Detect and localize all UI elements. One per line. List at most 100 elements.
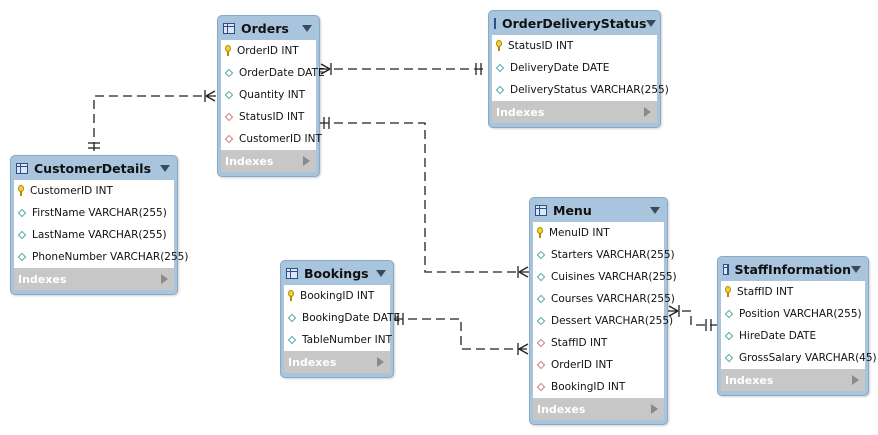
table-header[interactable]: CustomerDetails (14, 156, 174, 180)
foreign-key-diamond-icon (224, 134, 234, 144)
column-list: StaffID INT Position VARCHAR(255) HireDa… (721, 281, 877, 369)
column-row[interactable]: CustomerID INT (221, 128, 322, 150)
table-header[interactable]: OrderDeliveryStatus (492, 11, 657, 35)
table-header[interactable]: Orders (221, 16, 316, 40)
indexes-section[interactable]: Indexes (492, 101, 657, 123)
column-row[interactable]: DeliveryDate DATE (492, 57, 657, 79)
table-icon (723, 263, 729, 275)
column-row[interactable]: Cuisines VARCHAR(255) (533, 266, 677, 288)
expand-arrow-icon[interactable] (651, 404, 658, 414)
column-label: CustomerID INT (30, 185, 113, 197)
indexes-section[interactable]: Indexes (533, 398, 664, 420)
table-staffinformation[interactable]: StaffInformation StaffID INT Position VA… (717, 256, 877, 396)
expand-arrow-icon[interactable] (644, 107, 651, 117)
column-row[interactable]: OrderID INT (221, 40, 316, 62)
column-row[interactable]: Dessert VARCHAR(255) (533, 310, 673, 332)
indexes-section[interactable]: Indexes (221, 150, 316, 172)
indexes-section[interactable]: Indexes (284, 351, 390, 373)
column-row[interactable]: StatusID INT (492, 35, 657, 57)
table-header[interactable]: Bookings (284, 261, 390, 285)
table-orderdeliverystatus[interactable]: OrderDeliveryStatus StatusID INT Deliver… (488, 10, 669, 128)
one-marker (397, 313, 404, 325)
column-label: StatusID INT (239, 111, 305, 123)
table-icon (535, 204, 547, 216)
table-orders[interactable]: Orders OrderID INT OrderDate DATE Quanti… (217, 15, 325, 177)
column-label: PhoneNumber VARCHAR(255) (32, 251, 189, 263)
column-label: DeliveryDate DATE (510, 62, 610, 74)
primary-key-icon (224, 45, 232, 57)
collapse-arrow-icon[interactable] (646, 19, 657, 27)
column-row[interactable]: BookingDate DATE (284, 307, 400, 329)
column-diamond-icon (224, 90, 234, 100)
column-row[interactable]: BookingID INT (533, 376, 664, 398)
collapse-arrow-icon[interactable] (376, 269, 386, 277)
column-row[interactable]: Courses VARCHAR(255) (533, 288, 675, 310)
indexes-label: Indexes (725, 373, 774, 387)
indexes-section[interactable]: Indexes (721, 369, 865, 391)
column-row[interactable]: LastName VARCHAR(255) (14, 224, 174, 246)
column-diamond-icon (17, 230, 27, 240)
table-bookings[interactable]: Bookings BookingID INT BookingDate DATE … (280, 260, 400, 378)
indexes-section[interactable]: Indexes (14, 268, 174, 290)
collapse-arrow-icon[interactable] (160, 164, 170, 172)
column-row[interactable]: OrderDate DATE (221, 62, 325, 84)
column-row[interactable]: Starters VARCHAR(255) (533, 244, 675, 266)
column-row[interactable]: BookingID INT (284, 285, 390, 307)
column-row[interactable]: CustomerID INT (14, 180, 174, 202)
collapse-arrow-icon[interactable] (302, 24, 312, 32)
expand-arrow-icon[interactable] (161, 274, 168, 284)
column-diamond-icon (224, 68, 234, 78)
expand-arrow-icon[interactable] (303, 156, 310, 166)
indexes-label: Indexes (496, 105, 545, 119)
relationship-menu-bookings (394, 318, 529, 350)
column-row[interactable]: StatusID INT (221, 106, 316, 128)
table-icon (494, 17, 496, 29)
table-header[interactable]: Menu (533, 198, 664, 222)
column-row[interactable]: TableNumber INT (284, 329, 393, 351)
column-diamond-icon (495, 63, 505, 73)
column-label: DeliveryStatus VARCHAR(255) (510, 84, 669, 96)
column-label: OrderID INT (551, 359, 613, 371)
table-title: OrderDeliveryStatus (502, 15, 647, 31)
column-list: OrderID INT OrderDate DATE Quantity INT … (221, 40, 325, 150)
foreign-key-diamond-icon (224, 112, 234, 122)
foreign-key-diamond-icon (536, 382, 546, 392)
table-header[interactable]: StaffInformation (721, 257, 865, 281)
crowsfoot-many-marker (517, 343, 529, 355)
column-label: Starters VARCHAR(255) (551, 249, 675, 261)
column-diamond-icon (724, 353, 734, 363)
table-title: StaffInformation (734, 261, 852, 277)
column-row[interactable]: HireDate DATE (721, 325, 865, 347)
column-row[interactable]: Position VARCHAR(255) (721, 303, 865, 325)
column-row[interactable]: OrderID INT (533, 354, 664, 376)
table-menu[interactable]: Menu MenuID INT Starters VARCHAR(255) Cu… (529, 197, 677, 425)
expand-arrow-icon[interactable] (377, 357, 384, 367)
expand-arrow-icon[interactable] (852, 375, 859, 385)
column-row[interactable]: GrossSalary VARCHAR(45) (721, 347, 877, 369)
collapse-arrow-icon[interactable] (851, 265, 861, 273)
indexes-label: Indexes (288, 355, 337, 369)
table-customerdetails[interactable]: CustomerDetails CustomerID INT FirstName… (10, 155, 188, 295)
column-label: HireDate DATE (739, 330, 817, 342)
foreign-key-diamond-icon (536, 338, 546, 348)
column-row[interactable]: StaffID INT (721, 281, 865, 303)
column-diamond-icon (724, 331, 734, 341)
table-title: Bookings (304, 265, 369, 281)
column-diamond-icon (17, 208, 27, 218)
column-diamond-icon (536, 316, 546, 326)
collapse-arrow-icon[interactable] (650, 206, 660, 214)
column-row[interactable]: FirstName VARCHAR(255) (14, 202, 174, 224)
column-row[interactable]: StaffID INT (533, 332, 664, 354)
table-title: Orders (241, 20, 289, 36)
column-diamond-icon (536, 294, 546, 304)
column-label: BookingDate DATE (302, 312, 401, 324)
table-icon (286, 267, 298, 279)
column-row[interactable]: DeliveryStatus VARCHAR(255) (492, 79, 669, 101)
column-label: TableNumber INT (302, 334, 393, 346)
column-label: Quantity INT (239, 89, 306, 101)
column-label: BookingID INT (300, 290, 375, 302)
column-row[interactable]: MenuID INT (533, 222, 664, 244)
column-row[interactable]: Quantity INT (221, 84, 316, 106)
column-label: CustomerID INT (239, 133, 322, 145)
column-row[interactable]: PhoneNumber VARCHAR(255) (14, 246, 188, 268)
